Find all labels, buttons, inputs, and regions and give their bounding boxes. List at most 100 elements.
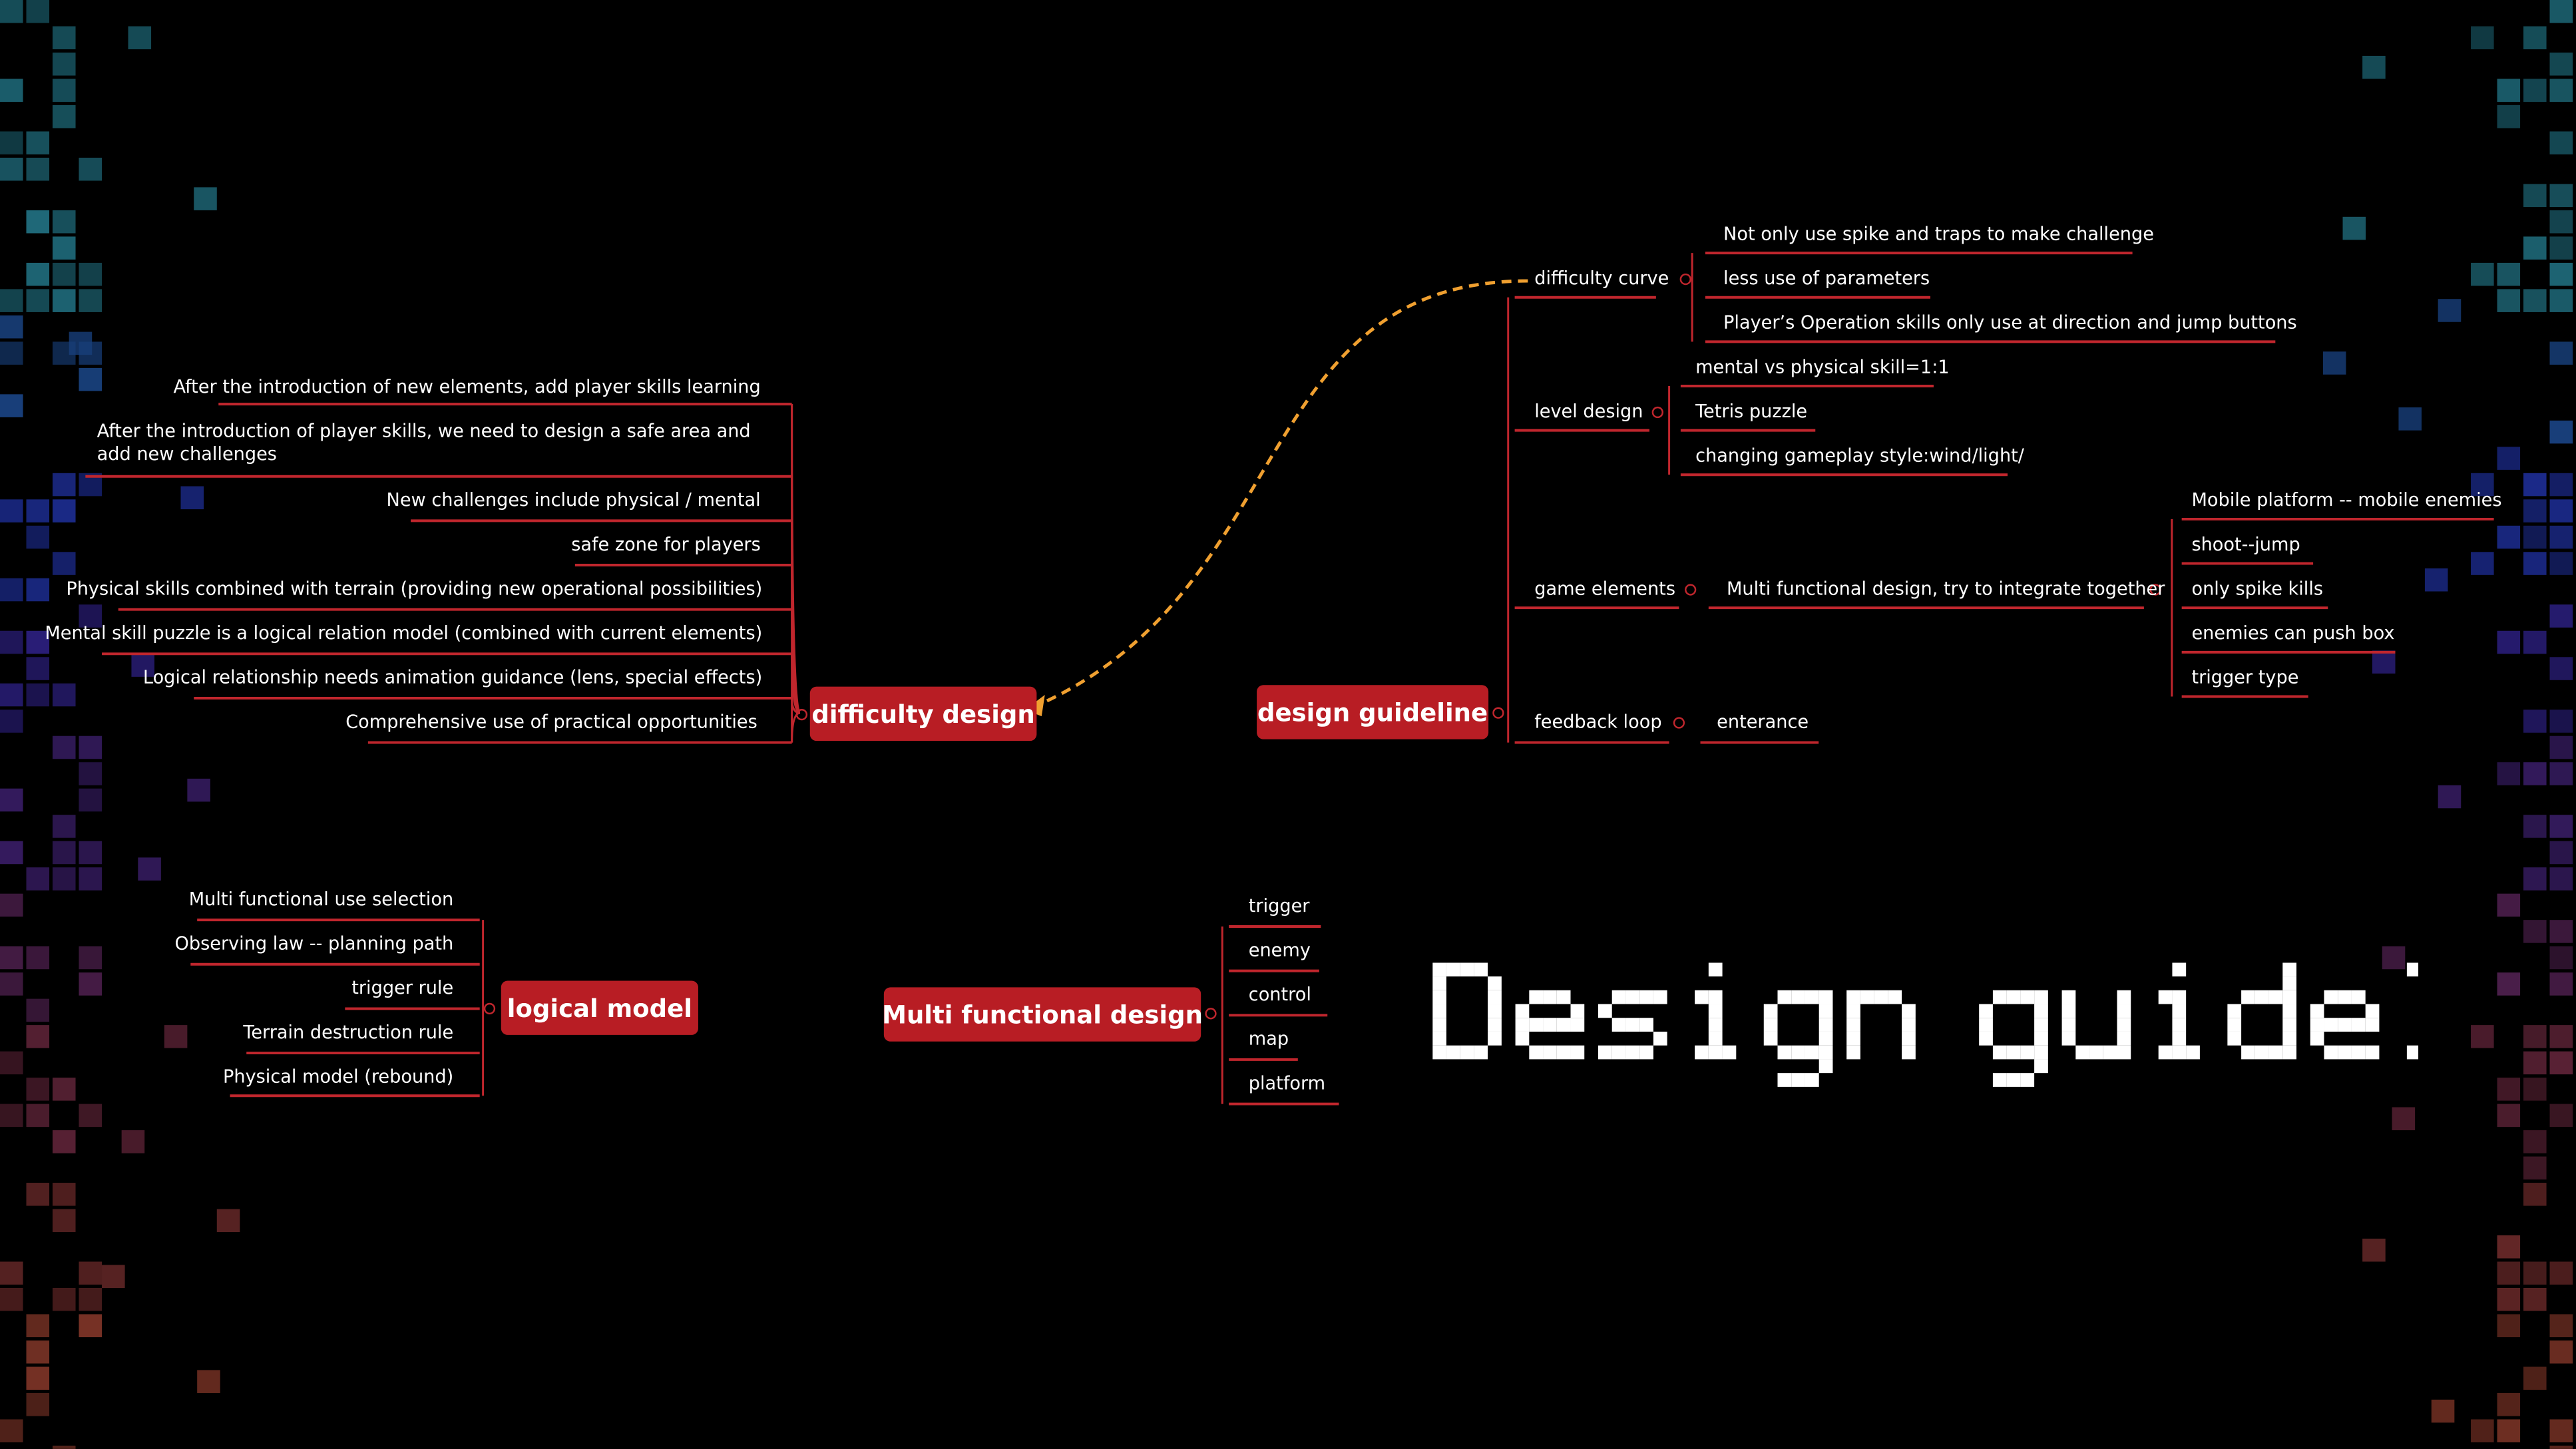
difficulty-curve-child[interactable]: Not only use spike and traps to make cha… <box>1723 223 2154 245</box>
pixel-square <box>2523 552 2547 575</box>
topic-logical-model[interactable]: logical model <box>501 980 698 1035</box>
pixel-square <box>26 946 50 970</box>
pixel-square <box>26 578 50 602</box>
level-design-child[interactable]: Tetris puzzle <box>1695 401 1808 423</box>
pixel-square <box>2497 630 2521 654</box>
pixel-square <box>0 131 23 155</box>
pixel-square <box>52 552 76 575</box>
pixel-square <box>2342 216 2366 240</box>
multi-functional-child[interactable]: enemy <box>1248 939 1311 961</box>
difficulty-design-child[interactable]: Comprehensive use of practical opportuni… <box>345 711 757 733</box>
pixel-square <box>2471 473 2494 497</box>
pixel-square <box>52 735 76 759</box>
difficulty-design-child[interactable]: After the introduction of player skills,… <box>97 420 751 465</box>
pixel-square <box>2549 920 2573 943</box>
pixel-square <box>2322 351 2346 375</box>
pixel-square <box>2497 525 2521 549</box>
pixel-square <box>2523 525 2547 549</box>
pixel-square <box>26 867 50 891</box>
pixel-square <box>52 1183 76 1206</box>
branch-feedback-loop[interactable]: feedback loop <box>1534 711 1662 733</box>
difficulty-curve-child[interactable]: less use of parameters <box>1723 268 1930 290</box>
difficulty-curve-child[interactable]: Player’s Operation skills only use at di… <box>1723 311 2297 334</box>
pixel-square <box>2549 236 2573 260</box>
pixel-square <box>52 473 76 497</box>
pixel-square <box>2523 1025 2547 1048</box>
pixel-square <box>52 683 76 707</box>
logical-model-child[interactable]: Terrain destruction rule <box>243 1022 454 1044</box>
branch-level-design[interactable]: level design <box>1534 401 1643 423</box>
game-elements-child[interactable]: Multi functional design, try to integrat… <box>1726 578 2165 600</box>
multi-functional-child[interactable]: trigger <box>1248 895 1310 917</box>
pixel-square <box>2549 499 2573 522</box>
pixel-square <box>52 52 76 76</box>
pixel-square <box>52 289 76 312</box>
game-elements-grandchild[interactable]: only spike kills <box>2191 578 2324 600</box>
pixel-square <box>52 79 76 103</box>
pixel-square <box>2497 1104 2521 1128</box>
pixel-square <box>2497 1287 2521 1311</box>
pixel-square <box>2362 55 2386 79</box>
pixel-square <box>2523 1051 2547 1075</box>
branch-difficulty-curve[interactable]: difficulty curve <box>1534 268 1669 290</box>
branch-game-elements[interactable]: game elements <box>1534 578 1675 600</box>
difficulty-design-child[interactable]: After the introduction of new elements, … <box>173 376 761 398</box>
pixel-square <box>0 1261 23 1285</box>
logical-model-child[interactable]: Multi functional use selection <box>188 889 454 911</box>
pixel-square <box>2523 26 2547 50</box>
pixel-square <box>2549 131 2573 155</box>
pixel-square <box>26 1183 50 1206</box>
pixel-square <box>26 1340 50 1364</box>
pixel-square <box>2497 79 2521 103</box>
logical-model-child[interactable]: Physical model (rebound) <box>223 1066 454 1088</box>
difficulty-design-child[interactable]: Logical relationship needs animation gui… <box>142 667 763 689</box>
logical-model-child[interactable]: trigger rule <box>351 977 454 999</box>
multi-functional-child[interactable]: platform <box>1248 1072 1326 1094</box>
pixel-square <box>52 1130 76 1153</box>
logical-model-child[interactable]: Observing law -- planning path <box>174 932 454 954</box>
pixel-square <box>0 1051 23 1075</box>
pixel-square <box>2549 184 2573 207</box>
game-elements-grandchild[interactable]: enemies can push box <box>2191 622 2395 644</box>
pixel-square <box>2497 104 2521 128</box>
game-elements-grandchild[interactable]: trigger type <box>2191 667 2299 689</box>
pixel-square <box>26 1104 50 1128</box>
pixel-square <box>2523 499 2547 522</box>
topic-design-guideline[interactable]: design guideline <box>1257 685 1489 739</box>
pixel-square <box>0 341 23 365</box>
multi-functional-child[interactable]: map <box>1248 1028 1289 1050</box>
difficulty-design-child[interactable]: New challenges include physical / mental <box>386 489 761 511</box>
pixel-square <box>2497 893 2521 917</box>
pixel-square <box>128 26 152 50</box>
multi-functional-child[interactable]: control <box>1248 984 1311 1006</box>
pixel-square <box>2523 1366 2547 1390</box>
topic-difficulty-design[interactable]: difficulty design <box>809 686 1037 741</box>
game-elements-grandchild[interactable]: Mobile platform -- mobile enemies <box>2191 489 2502 511</box>
pixel-square <box>2382 946 2406 970</box>
level-design-child[interactable]: changing gameplay style:wind/light/ <box>1695 445 2024 467</box>
pixel-square <box>2523 1078 2547 1101</box>
pixel-square <box>26 0 50 23</box>
pixel-square <box>79 762 103 785</box>
level-design-child[interactable]: mental vs physical skill=1:1 <box>1695 356 1950 378</box>
game-elements-grandchild[interactable]: shoot--jump <box>2191 534 2300 556</box>
pixel-square <box>2497 1078 2521 1101</box>
pixel-square <box>2523 867 2547 891</box>
pixel-square <box>2497 289 2521 312</box>
feedback-loop-child[interactable]: enterance <box>1717 711 1809 733</box>
pixel-square <box>2523 1287 2547 1311</box>
difficulty-design-child[interactable]: Physical skills combined with terrain (p… <box>66 578 763 600</box>
pixel-square <box>52 1209 76 1233</box>
pixel-square <box>2549 341 2573 365</box>
topic-multi-functional-design[interactable]: Multi functional design <box>882 987 1203 1042</box>
pixel-square <box>26 210 50 234</box>
difficulty-design-child[interactable]: safe zone for players <box>571 534 761 556</box>
pixel-square <box>2497 1235 2521 1259</box>
difficulty-design-child[interactable]: Mental skill puzzle is a logical relatio… <box>45 622 763 644</box>
pixel-square <box>2471 262 2494 286</box>
pixel-square <box>52 26 76 50</box>
pixel-square <box>2549 289 2573 312</box>
pixel-square <box>79 157 103 181</box>
pixel-square <box>26 499 50 522</box>
